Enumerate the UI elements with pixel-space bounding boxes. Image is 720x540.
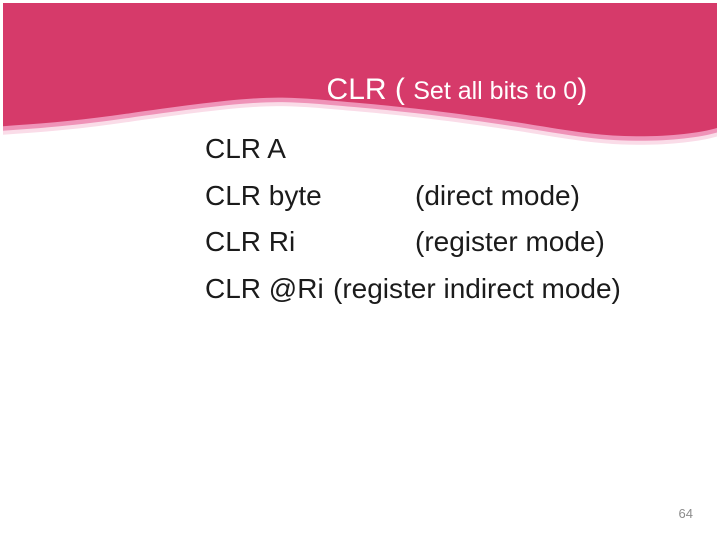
- instruction-label: CLR Ri: [205, 226, 296, 257]
- slide-title-suffix: ): [577, 73, 588, 106]
- instruction-label: CLR A: [205, 133, 286, 164]
- slide-title-emphasis: Set all bits to 0: [413, 77, 578, 105]
- slide-title: CLR ( Set all bits to 0): [180, 30, 716, 155]
- instruction-line-clr-ri: CLR Ri (register mode): [205, 219, 685, 266]
- instruction-line-clr-a: CLR A: [205, 126, 685, 173]
- instruction-label: CLR @Ri: [205, 272, 324, 304]
- instruction-note: (register mode): [415, 226, 605, 257]
- instruction-note: (direct mode): [415, 179, 580, 211]
- instruction-label: CLR byte: [205, 179, 322, 211]
- instruction-list: CLR A CLR byte (direct mode) CLR Ri (reg…: [205, 126, 685, 312]
- page-number: 64: [678, 506, 693, 521]
- instruction-line-clr-byte: CLR byte (direct mode): [205, 173, 685, 220]
- header-band-main: [3, 3, 717, 137]
- instruction-line-clr-at-ri: CLR @Ri (register indirect mode): [205, 266, 685, 313]
- instruction-note: (register indirect mode): [333, 272, 621, 304]
- slide-title-prefix: CLR (: [326, 73, 414, 106]
